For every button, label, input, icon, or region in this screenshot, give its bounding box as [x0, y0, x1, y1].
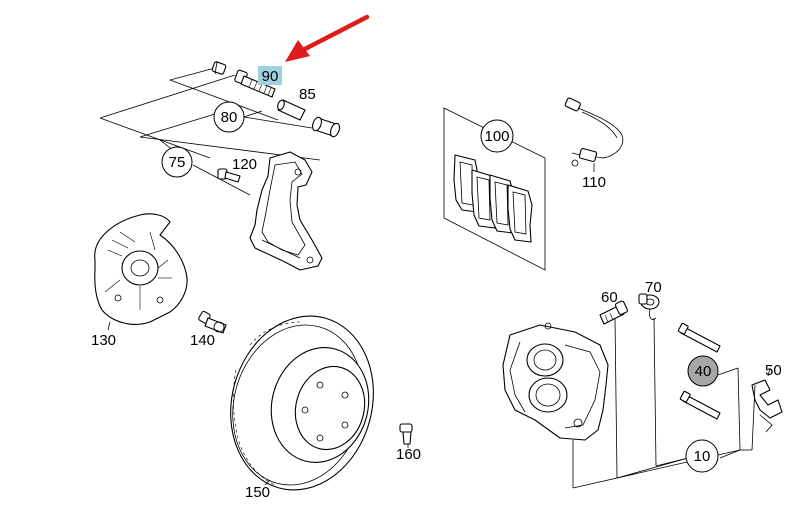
callout-40[interactable]: 40 [687, 355, 719, 387]
wear-sensor[interactable] [564, 97, 624, 172]
callout-80[interactable]: 80 [213, 101, 245, 133]
label-80: 80 [221, 109, 238, 126]
label-10: 10 [694, 448, 711, 465]
caliper-leaders [572, 317, 756, 489]
label-150[interactable]: 150 [245, 484, 270, 501]
dust-shield[interactable] [94, 213, 188, 331]
label-75: 75 [169, 154, 186, 171]
disc-screw[interactable] [399, 423, 413, 448]
label-70[interactable]: 70 [645, 279, 662, 296]
label-90: 90 [262, 68, 279, 85]
label-100: 100 [484, 128, 509, 145]
guide-boot[interactable] [311, 116, 341, 138]
guide-nut[interactable] [211, 61, 227, 75]
label-110[interactable]: 110 [582, 174, 606, 191]
brake-disc[interactable] [212, 300, 393, 506]
red-arrow-icon [285, 14, 370, 62]
label-130[interactable]: 130 [91, 332, 116, 349]
callout-100[interactable]: 100 [480, 119, 514, 153]
label-50[interactable]: 50 [765, 362, 782, 379]
bolt-kit-group [99, 61, 341, 196]
brake-pad-set[interactable] [443, 107, 546, 271]
bleeder-valve[interactable] [599, 300, 628, 325]
label-60[interactable]: 60 [601, 289, 618, 306]
label-85[interactable]: 85 [299, 86, 316, 103]
callout-75[interactable]: 75 [161, 146, 193, 178]
label-160[interactable]: 160 [396, 446, 421, 463]
bleeder-cap[interactable] [638, 293, 660, 320]
spreader-spring[interactable] [751, 367, 783, 433]
caliper-carrier[interactable] [249, 151, 323, 271]
callout-90[interactable]: 90 [258, 66, 282, 85]
label-120[interactable]: 120 [232, 156, 257, 173]
guide-sleeve[interactable] [276, 99, 306, 121]
label-140[interactable]: 140 [190, 332, 215, 349]
label-40: 40 [695, 363, 712, 380]
shield-bolt[interactable] [198, 310, 227, 334]
caliper[interactable] [502, 322, 609, 441]
carrier-bolt[interactable] [217, 168, 241, 183]
pad-retaining-pins[interactable] [677, 322, 721, 420]
callout-10[interactable]: 10 [685, 439, 719, 473]
